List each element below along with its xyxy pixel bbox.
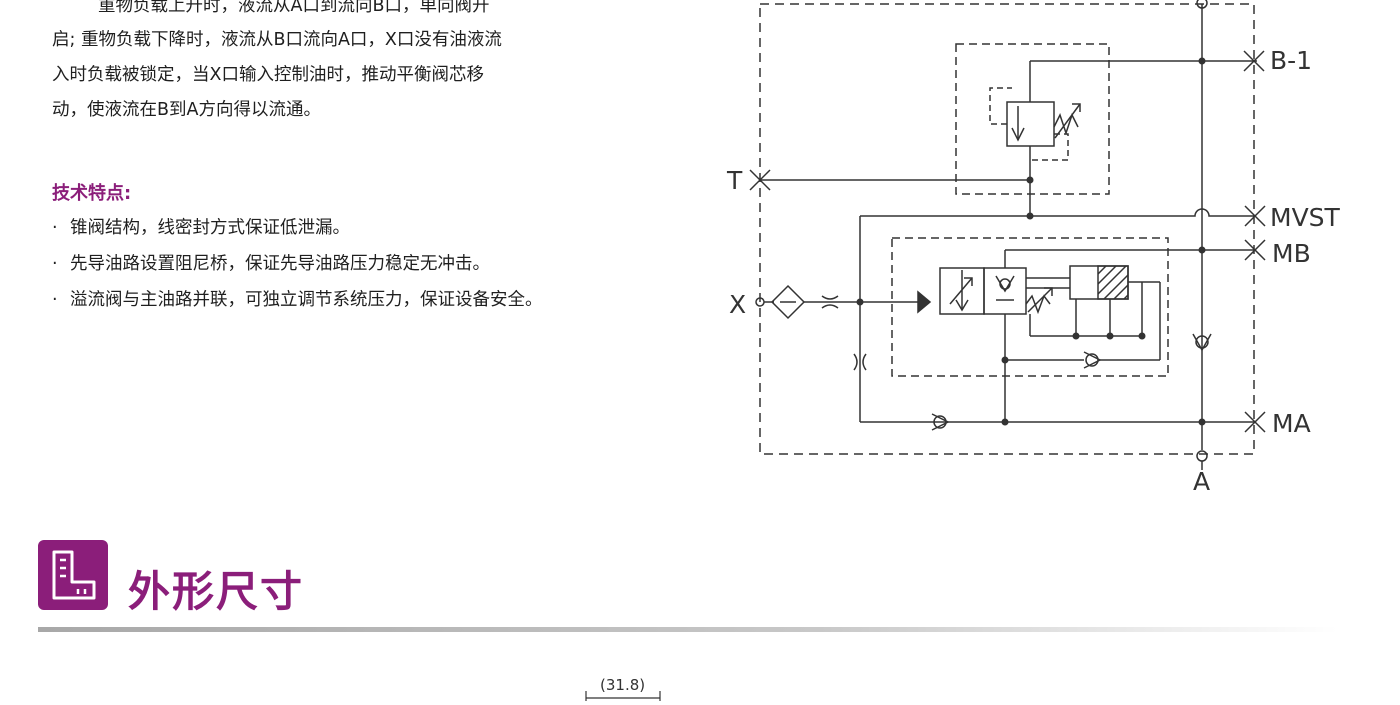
- port-label-a: A: [1193, 467, 1210, 496]
- description-line-4: 动，使液流在B到A方向得以流通。: [52, 100, 321, 120]
- dimension-ticks: [580, 686, 670, 701]
- feature-item: · 溢流阀与主油路并联，可独立调节系统压力，保证设备安全。: [52, 286, 543, 311]
- feature-text: 先导油路设置阻尼桥，保证先导油路压力稳定无冲击。: [70, 254, 490, 274]
- section-divider: [38, 627, 1338, 632]
- description-line-3: 入时负载被锁定，当X口输入控制油时，推动平衡阀芯移: [52, 65, 484, 85]
- features-heading: 技术特点:: [52, 183, 132, 204]
- port-label-mvst: MVST: [1270, 203, 1341, 232]
- pilot-section-outline: [891, 237, 1169, 377]
- dimension-icon: [38, 540, 108, 610]
- port-label-t: T: [726, 166, 743, 195]
- description-line-2: 启; 重物负载下降时，液流从B口流向A口，X口没有油液流: [52, 30, 502, 50]
- bullet-icon: ·: [52, 290, 58, 310]
- relief-valve-outline: [955, 43, 1110, 195]
- bullet-icon: ·: [52, 218, 58, 238]
- section-title: 外形尺寸: [128, 567, 305, 616]
- port-label-x: X: [729, 290, 746, 319]
- valve-outline: [759, 3, 1255, 455]
- feature-item: · 锥阀结构，线密封方式保证低泄漏。: [52, 214, 350, 239]
- feature-text: 溢流阀与主油路并联，可独立调节系统压力，保证设备安全。: [70, 290, 543, 310]
- port-label-mb: MB: [1272, 239, 1311, 268]
- bullet-icon: ·: [52, 254, 58, 274]
- feature-text: 锥阀结构，线密封方式保证低泄漏。: [70, 218, 350, 238]
- description-line-1: 重物负载上升时，液流从A口到流向B口，单向阀开: [98, 0, 490, 16]
- feature-item: · 先导油路设置阻尼桥，保证先导油路压力稳定无冲击。: [52, 250, 490, 275]
- port-label-ma: MA: [1272, 409, 1311, 438]
- schematic-drawing: B-1 T MVST MB X MA A: [726, 0, 1341, 496]
- hydraulic-schematic: B-1 T MVST MB X MA A: [700, 0, 1400, 500]
- port-label-b1: B-1: [1270, 46, 1312, 75]
- dimension-label: (31.8): [600, 676, 646, 694]
